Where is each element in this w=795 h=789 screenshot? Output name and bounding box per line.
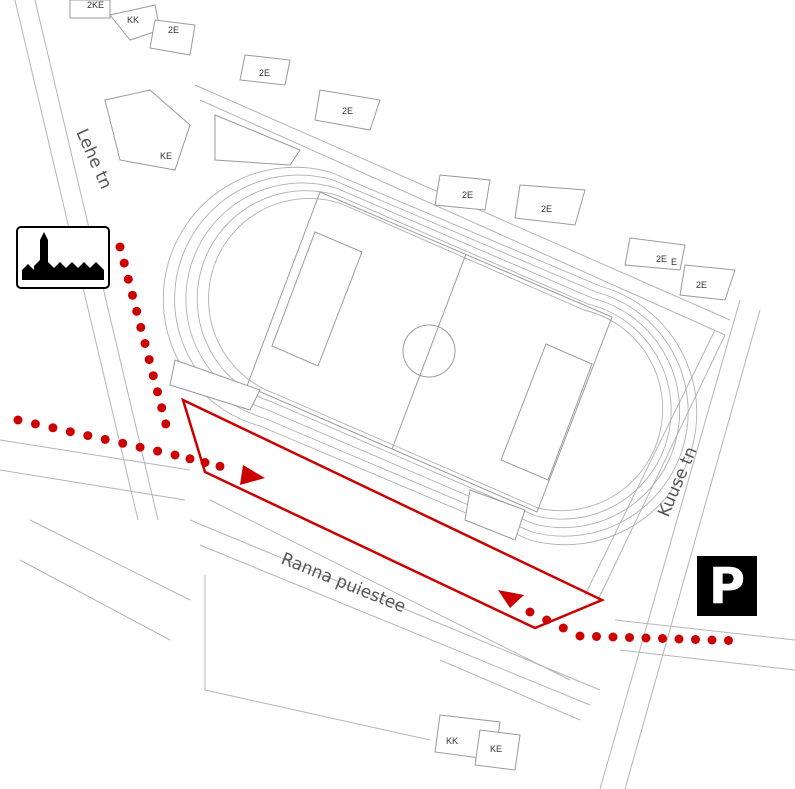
buildings — [69, 0, 736, 771]
route-dot — [575, 631, 585, 641]
route-dot — [148, 371, 158, 381]
route-dots — [13, 242, 733, 645]
building-label: E — [671, 257, 677, 267]
route-dot — [13, 415, 23, 425]
running-track — [162, 166, 698, 546]
route-dot — [132, 306, 142, 316]
route-dot — [135, 442, 145, 452]
building-label: KE — [490, 744, 502, 754]
route-dot — [658, 634, 667, 643]
route-dot — [200, 458, 210, 467]
route-dot — [707, 635, 717, 645]
route-dot — [118, 438, 128, 448]
building-label: 2E — [696, 280, 707, 290]
route-dot — [608, 632, 618, 642]
building-label: KK — [446, 736, 458, 746]
route-dot — [592, 632, 601, 641]
route-dot — [100, 434, 110, 444]
route-area-outline — [180, 397, 606, 630]
parking-icon: P — [708, 557, 746, 615]
building-label: 2E — [259, 68, 270, 78]
route-dot — [215, 461, 225, 471]
route-dot — [558, 623, 568, 633]
building-label: 2E — [541, 204, 552, 214]
route-dot — [525, 607, 535, 617]
route-dot — [542, 615, 552, 625]
building-label: 2E — [656, 254, 667, 264]
route-dot — [48, 423, 58, 433]
route-dot — [153, 387, 162, 397]
route-dot — [161, 419, 171, 429]
route-dot — [157, 403, 167, 413]
route-dot — [83, 431, 93, 441]
route-dot — [641, 633, 651, 643]
route-arrow-west — [498, 590, 524, 608]
football-field — [246, 191, 613, 513]
route-dot — [30, 419, 40, 429]
parking-sign: P — [697, 556, 757, 616]
route-dot — [65, 427, 75, 437]
route-dot — [674, 634, 684, 644]
building-label: 2KE — [87, 0, 104, 10]
route-dot — [170, 450, 180, 460]
route-dot — [119, 258, 129, 268]
route-dot — [625, 633, 634, 642]
building-label: 2E — [462, 190, 473, 200]
route-dot — [144, 355, 154, 365]
route-arrow-east — [240, 465, 265, 485]
route-dot — [136, 322, 146, 332]
building-label: 2E — [342, 106, 353, 116]
route-dot — [123, 274, 133, 284]
route-dot — [153, 446, 163, 456]
building-labels: 2KE KK 2E 2E 2E KE 2E 2E 2E E 2E KK KE — [87, 0, 707, 754]
route-dot — [140, 339, 150, 348]
route-dot — [724, 636, 733, 645]
building-label: 2E — [168, 25, 179, 35]
route-dot — [128, 290, 137, 300]
building-label: KK — [127, 15, 139, 25]
building-label: KE — [160, 151, 172, 161]
old-town-sign — [16, 226, 110, 289]
route-dot — [691, 635, 700, 644]
route-dot — [115, 242, 125, 252]
route-dot — [185, 454, 195, 464]
old-town-skyline-icon — [22, 232, 104, 280]
